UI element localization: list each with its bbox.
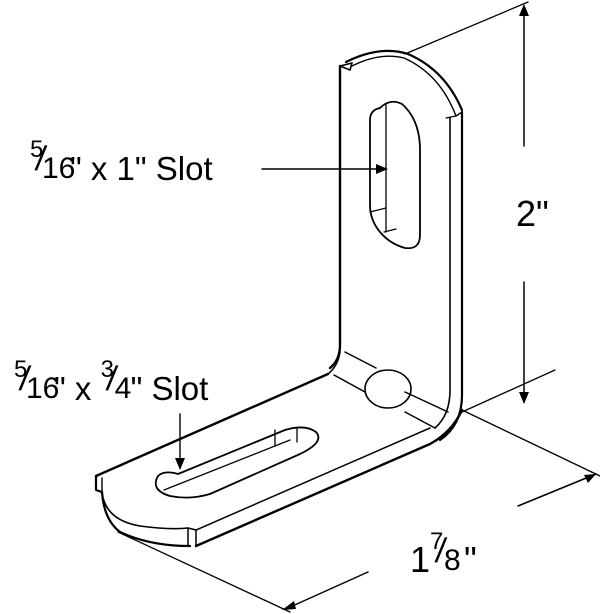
- leader-lines: [175, 164, 388, 470]
- arrowhead-left-icon: [282, 601, 296, 610]
- leader-arrow-lower-icon: [175, 458, 185, 470]
- fraction-three-quarters: 3 / 4: [100, 356, 132, 405]
- depth-label: 1 7 / 8 ": [410, 528, 477, 580]
- arrowhead-up-icon: [519, 4, 529, 16]
- height-dimension: [404, 1, 556, 413]
- upper-slot-rest: " x 1" Slot: [70, 150, 213, 187]
- lower-slot-callout: 5 / 16 " x 3 / 4 " Slot: [14, 356, 209, 407]
- lower-slot-rest: " Slot: [130, 370, 209, 407]
- height-label: 2": [516, 193, 549, 234]
- arrowhead-right-icon: [584, 474, 596, 483]
- vertical-leg: [327, 49, 464, 442]
- fraction-seven-eighths: 7 / 8: [430, 528, 461, 577]
- upper-slot-callout: 5 / 16 " x 1" Slot: [30, 136, 213, 187]
- fraction-five-sixteenths: 5 / 16: [30, 136, 76, 185]
- bend-dimple: [364, 369, 412, 409]
- fraction-five-sixteenths: 5 / 16: [14, 356, 60, 405]
- arrowhead-down-icon: [519, 392, 529, 404]
- lower-slot-mid: " x: [54, 370, 101, 407]
- horizontal-leg: [94, 372, 464, 548]
- leader-arrow-upper-icon: [376, 164, 388, 174]
- depth-dimension: [117, 409, 600, 613]
